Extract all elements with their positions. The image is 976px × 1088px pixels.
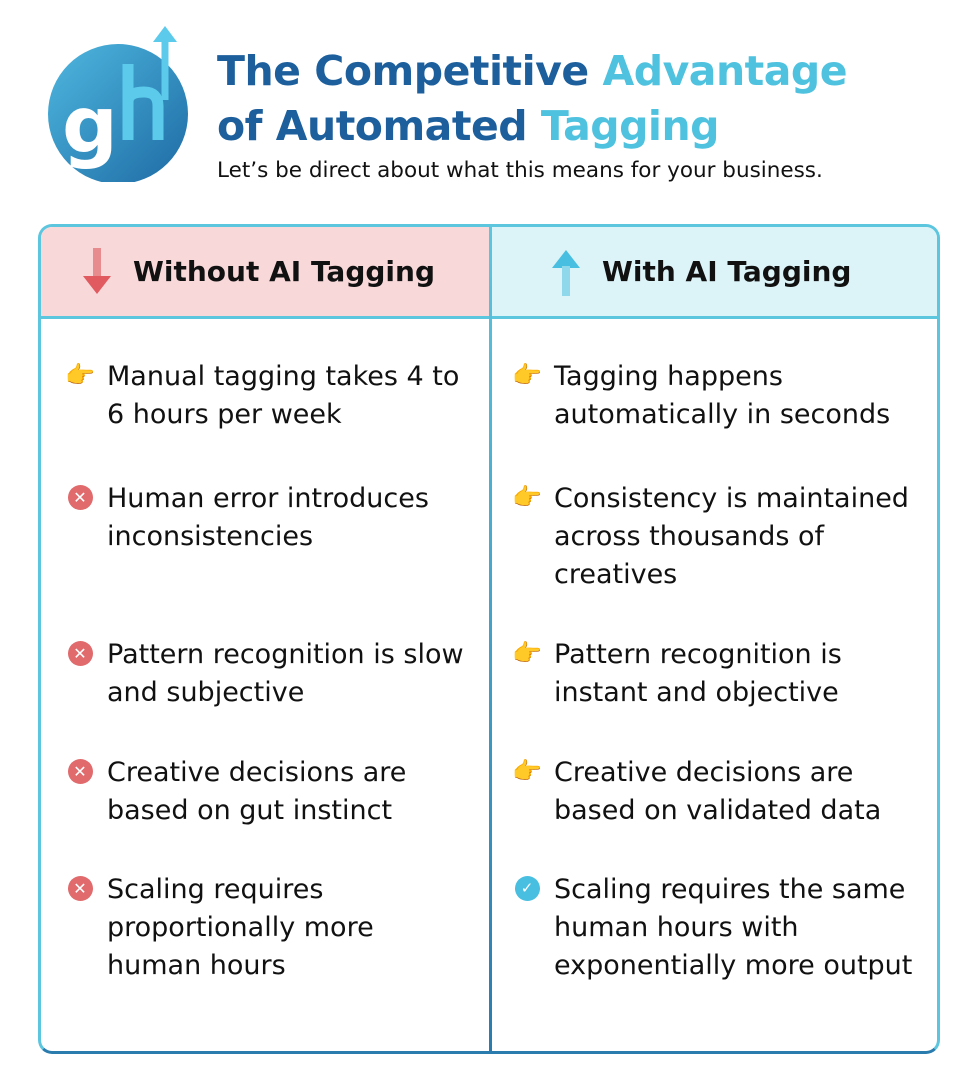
list-item: Consistency is maintained across thousan…	[554, 483, 909, 590]
list-item: Human error introduces inconsistencies	[107, 483, 429, 552]
list-item: Pattern recognition is instant and objec…	[554, 639, 842, 708]
list-item: Creative decisions are based on gut inst…	[107, 757, 407, 826]
title-text: The Competitive	[217, 47, 603, 95]
list-item: Manual tagging takes 4 to 6 hours per we…	[107, 361, 460, 430]
pointing-hand-icon: 👉	[512, 483, 542, 511]
list-item: Scaling requires proportionally more hum…	[107, 874, 374, 981]
title-highlight: Advantage	[602, 47, 848, 95]
title-highlight: Tagging	[540, 102, 720, 150]
list-item: Tagging happens automatically in seconds	[554, 361, 891, 430]
pointing-hand-icon: 👉	[512, 639, 542, 667]
check-circle-icon: ✓	[513, 874, 541, 902]
title-text: of Automated	[217, 102, 541, 150]
arrow-up-icon	[552, 249, 580, 296]
subtitle: Let’s be direct about what this means fo…	[217, 158, 823, 183]
list-item: Scaling requires the same human hours wi…	[554, 874, 913, 981]
x-circle-icon: ✕	[66, 483, 94, 511]
column-heading: With AI Tagging	[602, 255, 852, 288]
without-heading: Without AI Tagging	[41, 227, 489, 319]
x-circle-icon: ✕	[66, 639, 94, 667]
pointing-hand-icon: 👉	[512, 361, 542, 389]
page-title: The Competitive Advantage of Automated T…	[217, 44, 848, 154]
column-heading: Without AI Tagging	[133, 255, 435, 288]
pointing-hand-icon: 👉	[512, 757, 542, 785]
arrow-down-icon	[83, 247, 111, 294]
pointing-hand-icon: 👉	[65, 361, 95, 389]
column-divider	[489, 227, 492, 1051]
gh-logo: g	[48, 26, 188, 182]
list-item: Creative decisions are based on validate…	[554, 757, 882, 826]
list-item: Pattern recognition is slow and subjecti…	[107, 639, 464, 708]
svg-text:g: g	[62, 81, 118, 171]
x-circle-icon: ✕	[66, 874, 94, 902]
comparison-table: Without AI Tagging With AI Tagging 👉 Manu…	[38, 224, 940, 1054]
with-heading: With AI Tagging	[492, 227, 937, 319]
x-circle-icon: ✕	[66, 757, 94, 785]
